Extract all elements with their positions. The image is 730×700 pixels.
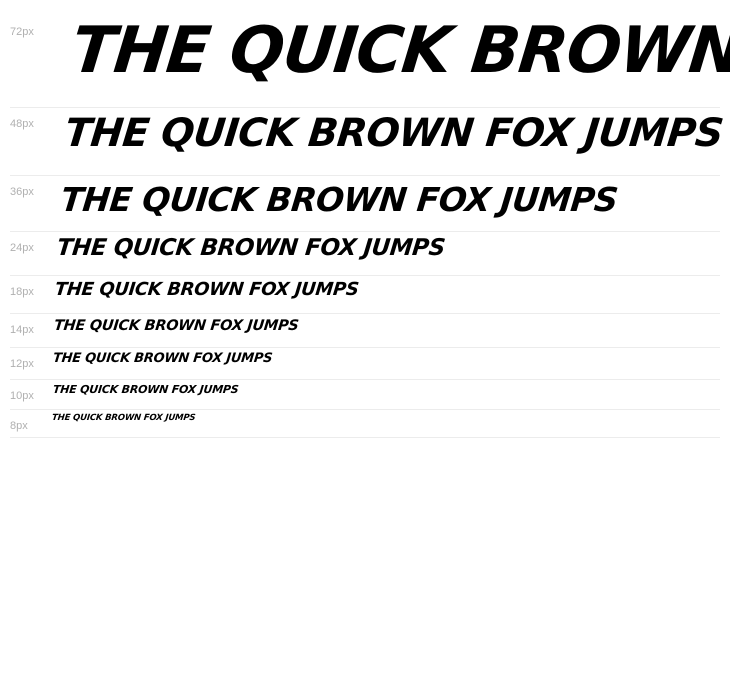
specimen-row-8: 8px THE QUICK BROWN FOX JUMPS	[10, 409, 720, 438]
sample-text: THE QUICK BROWN FOX JUMPS	[52, 351, 273, 366]
sample-text: THE QUICK BROWN FOX JUMPS	[52, 383, 240, 396]
specimen-row-12: 12px THE QUICK BROWN FOX JUMPS	[10, 347, 720, 380]
size-label: 14px	[10, 324, 34, 336]
specimen-row-18: 18px THE QUICK BROWN FOX JUMPS	[10, 275, 720, 314]
sample-text: THE QUICK BROWN FOX JUMPS	[53, 279, 360, 300]
specimen-row-24: 24px THE QUICK BROWN FOX JUMPS	[10, 231, 720, 276]
sample-text: THE QUICK BROWN FOX JUMPS	[53, 318, 300, 334]
specimen-row-48: 48px THE QUICK BROWN FOX JUMPS	[10, 107, 725, 176]
specimen-row-14: 14px THE QUICK BROWN FOX JUMPS	[10, 313, 720, 348]
specimen-row-72: 72px THE QUICK BROWN FOX JUMPS	[10, 0, 730, 108]
size-label: 24px	[10, 242, 34, 254]
specimen-row-10: 10px THE QUICK BROWN FOX JUMPS	[10, 379, 720, 410]
sample-text: THE QUICK BROWN FOX JUMPS	[51, 413, 196, 423]
size-label: 36px	[10, 186, 34, 198]
size-label: 12px	[10, 358, 34, 370]
size-label: 8px	[10, 420, 28, 432]
size-label: 48px	[10, 118, 34, 130]
sample-text: THE QUICK BROWN FOX JUMPS	[68, 14, 730, 88]
size-label: 18px	[10, 286, 34, 298]
sample-text: THE QUICK BROWN FOX JUMPS	[58, 180, 620, 219]
size-label: 72px	[10, 26, 34, 38]
sample-text: THE QUICK BROWN FOX JUMPS	[55, 235, 447, 261]
size-label: 10px	[10, 390, 34, 402]
specimen-row-36: 36px THE QUICK BROWN FOX JUMPS	[10, 175, 720, 232]
sample-text: THE QUICK BROWN FOX JUMPS	[62, 111, 725, 156]
